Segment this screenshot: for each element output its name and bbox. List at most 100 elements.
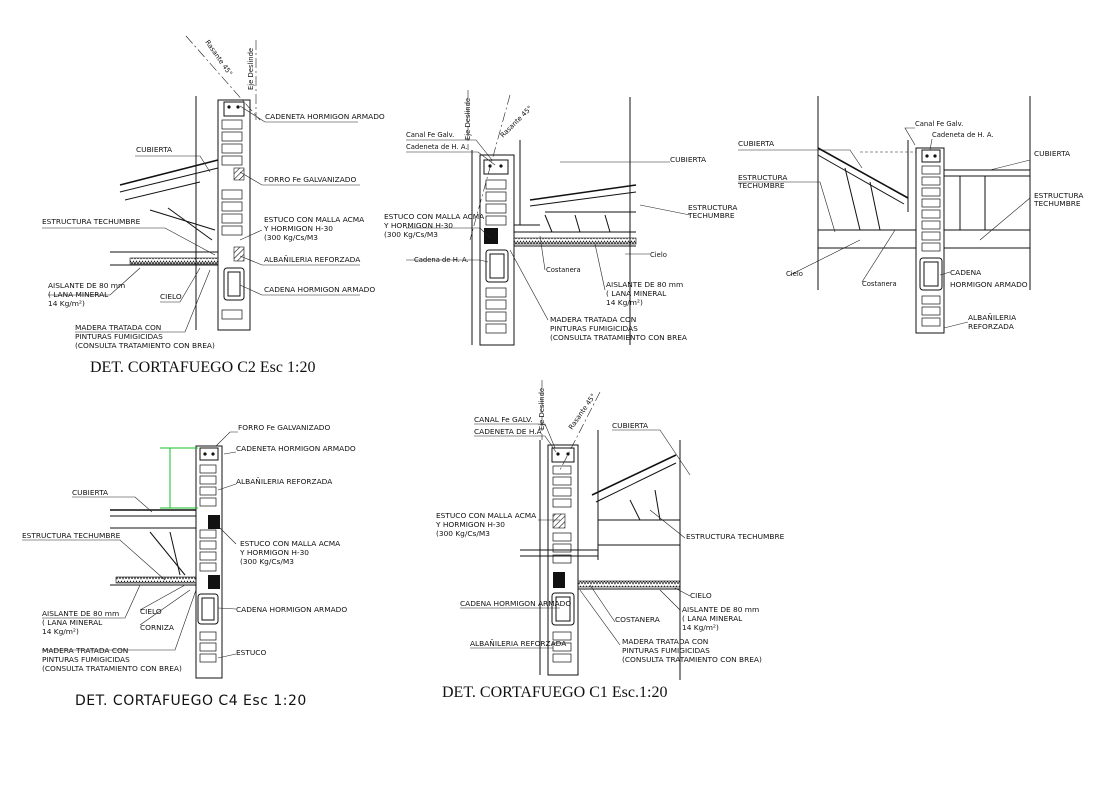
c4-estuco-block-upper (208, 515, 220, 529)
c4-label-aislante-2: ( LANA MINERAL (42, 618, 103, 627)
c1-wall (539, 440, 579, 676)
c3-label-cubierta: CUBIERTA (670, 155, 706, 164)
c2-wall (195, 96, 251, 331)
c3-label-costanera: Costanera (546, 266, 581, 274)
c4-label-madera-3: (CONSULTA TRATAMIENTO CON BREA) (42, 664, 182, 673)
c5-label-cubierta-right: CUBIERTA (1034, 149, 1070, 158)
c2-label-aislante-2: ( LANA MINERAL (48, 290, 109, 299)
c2-label-estuco-3: (300 Kg/Cs/M3 (264, 233, 318, 242)
c1-leaders (460, 423, 691, 649)
c2-insulation (129, 257, 219, 265)
c4-label-cornisa: CORNIZA (140, 623, 174, 632)
c3-label-estuco-2: Y HORMIGON H-30 (383, 221, 453, 230)
c4-estuco-block-lower (208, 575, 220, 589)
c2-label-madera-2: PINTURAS FUMIGICIDAS (75, 332, 163, 341)
c1-label-estuco-3: (300 Kg/Cs/M3 (436, 529, 490, 538)
c1-label-aislante-1: AISLANTE DE 80 mm (682, 605, 759, 614)
c3-label-estuco-3: (300 Kg/Cs/M3 (384, 230, 438, 239)
c4-label-cadena: CADENA HORMIGON ARMADO (236, 605, 347, 614)
c5-label-cadeneta: Cadeneta de H. A. (932, 131, 994, 139)
c2-forro (233, 167, 245, 181)
c1-estuco-hatch (552, 513, 566, 529)
c4-label-aislante-1: AISLANTE DE 80 mm (42, 609, 119, 618)
c4-label-cubierta: CUBIERTA (72, 488, 108, 497)
c5-label-estructura-left-2: TECHUMBRE (737, 181, 785, 190)
c2-label-madera-1: MADERA TRATADA CON (75, 323, 161, 332)
c4-label-albanileria: ALBAÑILERIA REFORZADA (236, 477, 332, 486)
c2-label-aislante-3: 14 Kg/m²) (48, 299, 85, 308)
c4-label-estructura: ESTRUCTURA TECHUMBRE (22, 531, 121, 540)
c4-label-madera-2: PINTURAS FUMIGICIDAS (42, 655, 130, 664)
c4-dimension (160, 447, 198, 509)
c3-eje: Eje Deslinde (464, 98, 472, 140)
c5-roof (817, 96, 1031, 290)
c5-label-cubierta-left: CUBIERTA (738, 139, 774, 148)
c3-estuco-block (484, 228, 498, 244)
c2-label-estuco-1: ESTUCO CON MALLA ACMA (264, 215, 364, 224)
c5-label-cielo: Cielo (786, 270, 803, 278)
c5-label-estructura-right-2: TECHUMBRE (1033, 199, 1081, 208)
c2-title: DET. CORTAFUEGO C2 Esc 1:20 (90, 359, 315, 376)
c3-label-aislante-3: 14 Kg/m²) (606, 298, 643, 307)
c4-label-cadeneta: CADENETA HORMIGON ARMADO (236, 444, 356, 453)
c4-label-madera-1: MADERA TRATADA CON (42, 646, 128, 655)
c3-label-aislante-2: ( LANA MINERAL (606, 289, 667, 298)
c3-label-estructura-2: TECHUMBRE (687, 211, 735, 220)
c1-label-estuco-1: ESTUCO CON MALLA ACMA (436, 511, 536, 520)
c2-label-cielo: CIELO (160, 292, 182, 301)
c1-label-canal: CANAL Fe GALV. (474, 415, 533, 424)
c2-bricks (221, 119, 243, 320)
c1-label-cadena: CADENA HORMIGON ARMADO (460, 599, 571, 608)
c5-label-estructura-right-1: ESTRUCTURA (1034, 191, 1083, 200)
c2-cadeneta-block (223, 101, 245, 117)
c1-label-cielo: CIELO (690, 591, 712, 600)
c4-label-aislante-3: 14 Kg/m²) (42, 627, 79, 636)
c5-label-estructura-left-1: ESTRUCTURA (738, 173, 787, 182)
detail-c2: Rasante 45° Eje Deslinde CADENETA HORMIG… (42, 35, 385, 376)
c5-leaders (738, 127, 1031, 329)
c1-insulation (577, 580, 681, 588)
c3-label-cielo: Cielo (650, 251, 667, 259)
c2-label-cadeneta: CADENETA HORMIGON ARMADO (265, 112, 385, 121)
c4-wall (195, 445, 223, 679)
c3-label-estuco-1: ESTUCO CON MALLA ACMA (384, 212, 484, 221)
c3-label-madera-1: MADERA TRATADA CON (550, 315, 636, 324)
c3-insulation (513, 237, 637, 245)
c3-label-madera-2: PINTURAS FUMIGICIDAS (550, 324, 638, 333)
c5-label-albanileria-1: ALBAÑILERIA (968, 313, 1016, 322)
c3-label-aislante-1: AISLANTE DE 80 mm (606, 280, 683, 289)
c3-wall (471, 140, 540, 346)
c1-title: DET. CORTAFUEGO C1 Esc.1:20 (442, 684, 667, 701)
c2-label-albanileria: ALBAÑILERIA REFORZADA (264, 255, 360, 264)
c1-roof (520, 430, 681, 680)
c2-label-madera-3: (CONSULTA TRATAMIENTO CON BREA) (75, 341, 215, 350)
c1-label-aislante-2: ( LANA MINERAL (682, 614, 743, 623)
c1-label-costanera: COSTANERA (615, 615, 660, 624)
c1-label-aislante-3: 14 Kg/m²) (682, 623, 719, 632)
c1-estuco-block (553, 572, 565, 588)
detail-c3: Eje Deslinde Rasante 45° Canal Fe Galv. … (383, 90, 737, 346)
c2-label-aislante-1: AISLANTE DE 80 mm (48, 281, 125, 290)
c4-label-estuco-2: Y HORMIGON H-30 (239, 548, 309, 557)
c2-rasante: Rasante 45° (203, 39, 234, 78)
c1-rasante: Rasante 45° (567, 392, 598, 431)
c3-label-canal: Canal Fe Galv. (406, 131, 454, 139)
c5-label-canal: Canal Fe Galv. (915, 120, 963, 128)
c5-label-cadena-1: CADENA (950, 268, 981, 277)
c1-label-madera-2: PINTURAS FUMIGICIDAS (622, 646, 710, 655)
c2-label-estructura: ESTRUCTURA TECHUMBRE (42, 217, 141, 226)
c4-label-estuco-1: ESTUCO CON MALLA ACMA (240, 539, 340, 548)
c2-label-estuco-2: Y HORMIGON H-30 (263, 224, 333, 233)
c5-wall (907, 140, 945, 334)
c4-leaders (22, 431, 238, 659)
detail-c4: FORRO Fe GALVANIZADO CADENETA HORMIGON A… (22, 423, 356, 709)
c1-eje: Eje Deslinde (538, 388, 546, 430)
c4-label-estuco-3: (300 Kg/Cs/M3 (240, 557, 294, 566)
c5-label-albanileria-2: REFORZADA (968, 322, 1014, 331)
c1-label-cadeneta: CADENETA DE H.A (474, 427, 542, 436)
c1-label-albanileria: ALBAÑILERIA REFORZADA (470, 639, 566, 648)
c2-cadena-block (223, 267, 245, 301)
c1-label-madera-1: MADERA TRATADA CON (622, 637, 708, 646)
